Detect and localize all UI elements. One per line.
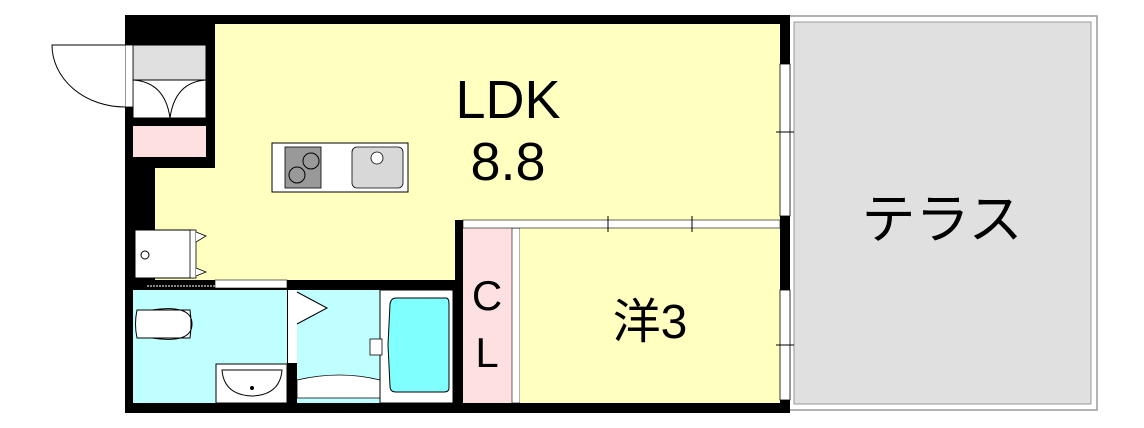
terrace-floor	[793, 21, 1092, 405]
ldk-room	[155, 24, 780, 280]
ldk-size: 8.8	[470, 132, 545, 192]
counter-icon	[296, 374, 381, 399]
burner-icon	[302, 152, 320, 170]
bathtub-icon	[387, 297, 450, 393]
western-room	[520, 228, 780, 403]
closet-label-c: C	[472, 272, 502, 319]
entrance-step	[133, 126, 206, 157]
cabinet-doors-icon	[132, 79, 207, 119]
sliding-door	[214, 279, 288, 289]
burner-icon	[288, 166, 306, 184]
basin-drain-icon	[250, 386, 254, 390]
basin-icon	[221, 369, 283, 397]
washer-door	[189, 229, 197, 279]
western-room-label: 洋3	[613, 296, 688, 349]
bath-faucet	[369, 338, 383, 356]
dressing-door	[288, 290, 297, 363]
faucet-icon	[140, 250, 150, 260]
entrance-jamb	[124, 44, 134, 108]
closet-door	[511, 227, 521, 404]
window	[779, 63, 791, 217]
room-partition	[462, 219, 781, 229]
door-arrow-icon	[195, 231, 208, 277]
ldk-label: LDK	[455, 70, 560, 130]
shoe-cabinet	[132, 44, 207, 81]
terrace-label: テラス	[862, 190, 1023, 250]
washer-space	[134, 229, 194, 279]
closet	[463, 228, 512, 403]
closet-label-l: L	[475, 329, 498, 376]
sink-icon	[351, 146, 404, 189]
entry-door-icon	[51, 44, 126, 108]
toilet-icon	[135, 308, 193, 340]
door-arrow-icon	[296, 291, 329, 325]
drain-icon	[370, 151, 384, 165]
